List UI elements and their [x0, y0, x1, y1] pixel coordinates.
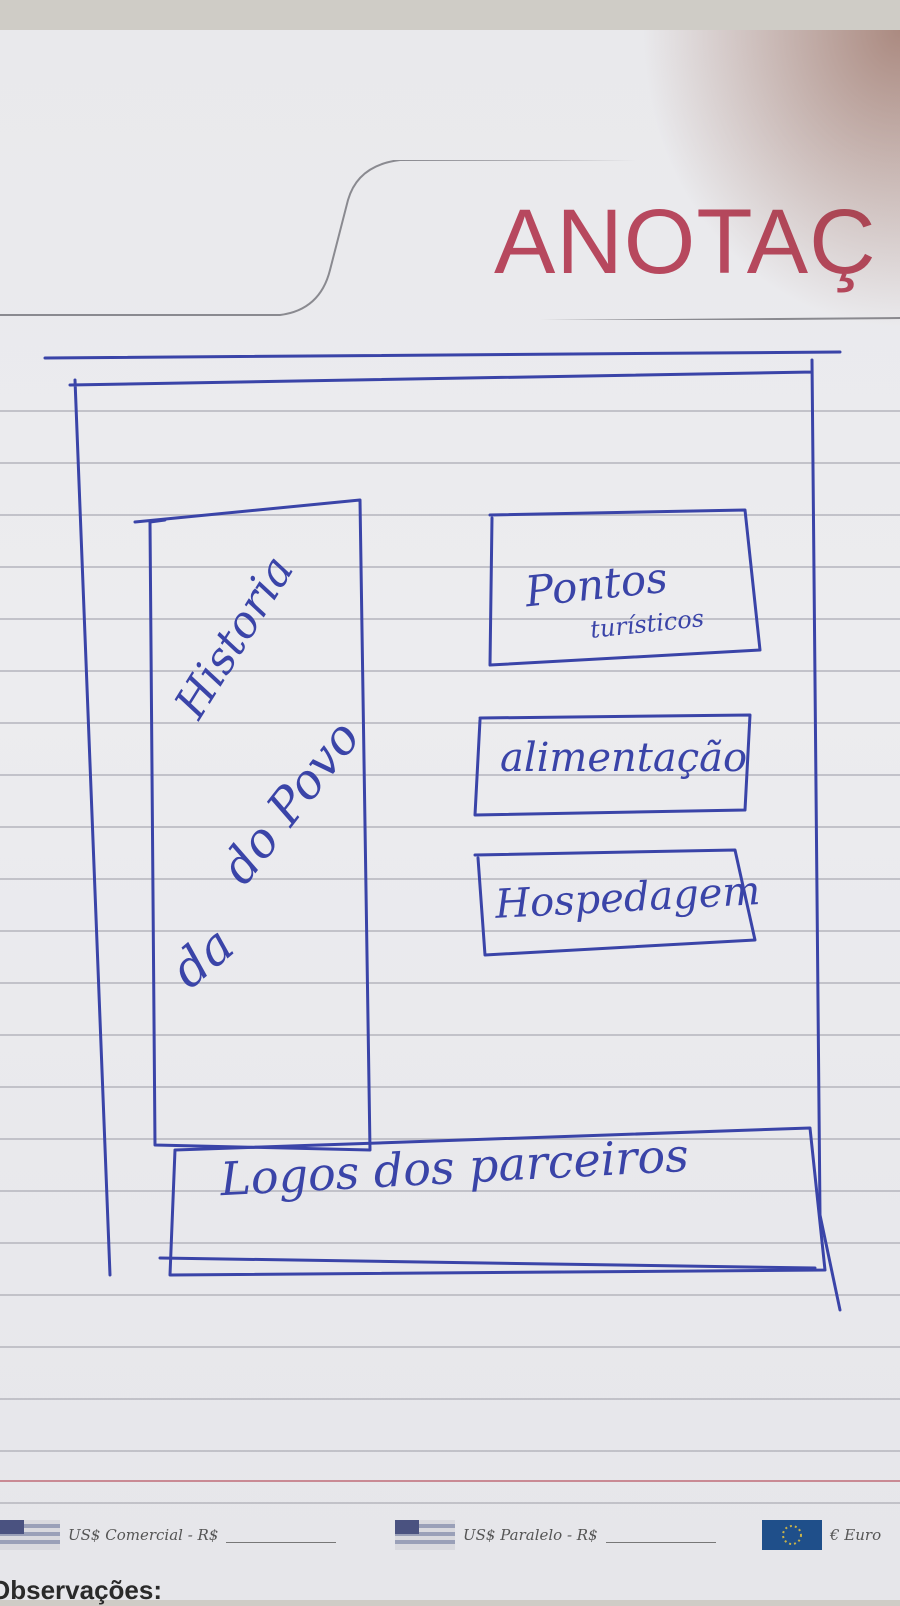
currency-euro: € Euro — [762, 1520, 881, 1550]
currency-blank — [605, 1528, 716, 1543]
box-alimentacao — [473, 713, 752, 817]
box-hospedagem — [473, 848, 757, 957]
us-flag-icon — [0, 1520, 60, 1550]
us-flag-icon — [395, 1520, 455, 1550]
currency-us-paralelo: US$ Paralelo - R$ — [395, 1520, 716, 1550]
observations-label: Observações: — [0, 1575, 162, 1605]
eu-flag-icon — [762, 1520, 822, 1550]
box-alimentacao-label: alimentação — [500, 735, 748, 781]
box-pontos — [488, 508, 762, 667]
currency-label: € Euro — [830, 1526, 882, 1544]
footer-divider — [0, 1480, 900, 1482]
currency-blank — [226, 1528, 337, 1543]
currency-us-comercial: US$ Comercial - R$ — [0, 1520, 337, 1550]
footer-box — [168, 1126, 827, 1277]
page-footer: US$ Comercial - R$ US$ Paralelo - R$ € E… — [0, 1480, 900, 1605]
currency-label: US$ Paralelo - R$ — [463, 1526, 598, 1544]
outer-frame — [43, 350, 842, 1312]
currency-label: US$ Comercial - R$ — [68, 1526, 219, 1544]
